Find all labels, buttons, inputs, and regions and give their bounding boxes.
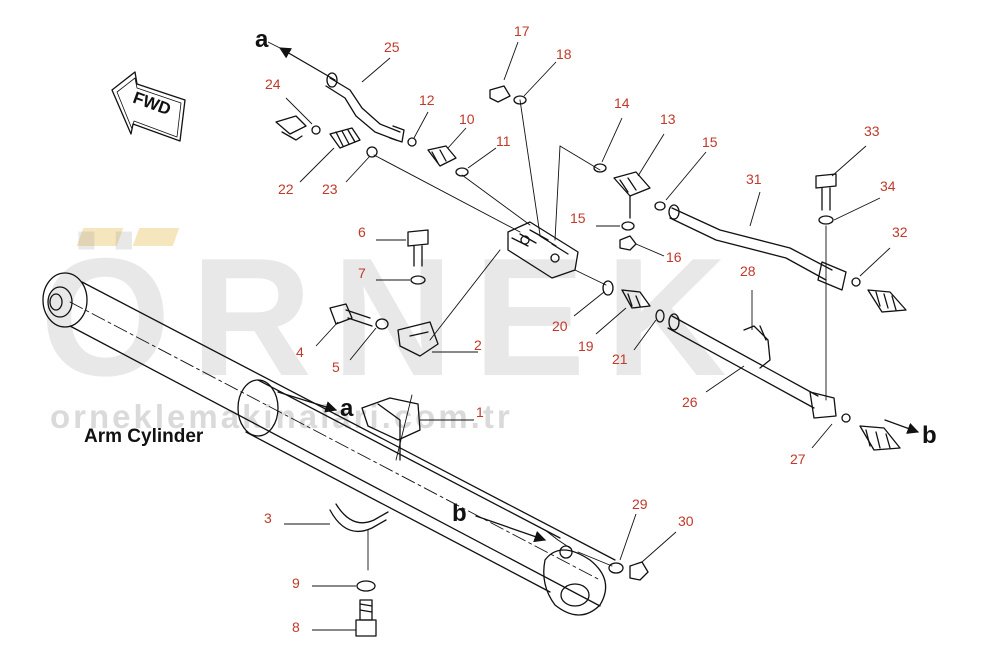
- callout-4: 4: [296, 344, 304, 360]
- callout-34: 34: [880, 178, 896, 194]
- flow-a-lower-arrow: [277, 391, 338, 413]
- callout-29: 29: [632, 496, 648, 512]
- flow-b-lower-arrow: [475, 515, 547, 543]
- fitting-32-icon: [851, 277, 907, 313]
- watermark-url: orneklemakinalari.com.tr: [50, 398, 513, 435]
- callout-18: 18: [556, 46, 572, 62]
- callout-19: 19: [578, 338, 594, 354]
- flow-letter-b: b: [922, 422, 937, 449]
- callout-31: 31: [746, 171, 762, 187]
- callout-27: 27: [790, 451, 806, 467]
- nut-30-icon: [629, 561, 649, 581]
- callout-30: 30: [678, 513, 694, 529]
- oring-15-icon: [654, 201, 666, 211]
- callout-16: 16: [666, 249, 682, 265]
- callout-33: 33: [864, 123, 880, 139]
- flow-b-arrow: [884, 419, 920, 434]
- tube-25-icon: [325, 72, 405, 143]
- fitting-19-icon: [621, 289, 651, 309]
- tube-31-icon: [668, 204, 847, 291]
- oring-20-icon: [602, 280, 614, 296]
- plug-17-icon: [489, 85, 511, 103]
- flow-letter-a: a: [255, 26, 269, 53]
- washer-29-icon: [608, 562, 624, 574]
- callout-2: 2: [474, 337, 482, 353]
- arm-cylinder-label: Arm Cylinder: [84, 426, 204, 447]
- bolt-33-icon: [815, 173, 837, 211]
- bolt-8-icon: [355, 599, 377, 637]
- flow-a-arrow: [278, 47, 336, 81]
- oring-23-icon: [366, 146, 378, 158]
- callout-23: 23: [322, 181, 338, 197]
- callout-25: 25: [384, 39, 400, 55]
- oring-18-icon: [513, 95, 527, 105]
- clamp-2-icon: [397, 249, 501, 357]
- fitting-27-icon: [841, 413, 901, 451]
- oring-12-icon: [407, 137, 417, 147]
- fitting-13-icon: [613, 171, 651, 219]
- oring-21-icon: [655, 309, 665, 323]
- callout-5: 5: [332, 359, 340, 375]
- callout-15a: 15: [570, 210, 586, 226]
- callout-24: 24: [265, 76, 281, 92]
- washer-9-icon: [356, 580, 376, 592]
- callout-13: 13: [660, 111, 676, 127]
- bolt-4-icon: [329, 303, 373, 327]
- washer-34-icon: [818, 215, 834, 225]
- watermark-brand: ÖRNEK: [40, 223, 747, 411]
- callout-15b: 15: [702, 134, 718, 150]
- callout-11: 11: [496, 133, 511, 149]
- clip-28-icon: [743, 325, 771, 369]
- bracket-1-icon: [361, 394, 421, 461]
- fitting-22-icon: [329, 127, 361, 149]
- callout-21: 21: [612, 351, 628, 367]
- flow-letter-a-lower: a: [340, 395, 354, 422]
- callout-8: 8: [292, 619, 300, 635]
- callout-1: 1: [476, 404, 484, 420]
- callout-3: 3: [264, 510, 272, 526]
- clamp-3-icon: [329, 503, 389, 571]
- callout-9: 9: [292, 575, 300, 591]
- leader-lines: [267, 41, 891, 631]
- fwd-arrow-icon: [111, 71, 186, 142]
- callout-32: 32: [892, 224, 908, 240]
- callout-17: 17: [514, 23, 530, 39]
- callout-10: 10: [459, 111, 475, 127]
- callout-28: 28: [740, 263, 756, 279]
- clamp-24-icon: [275, 115, 321, 141]
- washer-7-icon: [410, 275, 426, 285]
- washer-5-icon: [375, 318, 389, 330]
- oring-11-icon: [455, 167, 469, 177]
- callout-22: 22: [278, 181, 294, 197]
- bolt-6-icon: [407, 229, 429, 267]
- arm-cylinder-icon: [42, 272, 616, 616]
- washer-15-icon: [621, 221, 635, 231]
- callout-20: 20: [552, 318, 568, 334]
- flow-letter-b-lower: b: [452, 500, 467, 527]
- nut-16-icon: [619, 235, 637, 251]
- callout-7: 7: [358, 265, 366, 281]
- fitting-10-icon: [427, 145, 457, 167]
- oring-14-icon: [593, 163, 607, 173]
- callout-14: 14: [614, 95, 630, 111]
- callout-6: 6: [358, 224, 366, 240]
- valve-block-icon: [507, 221, 579, 279]
- callout-12: 12: [419, 92, 435, 108]
- callout-26: 26: [682, 394, 698, 410]
